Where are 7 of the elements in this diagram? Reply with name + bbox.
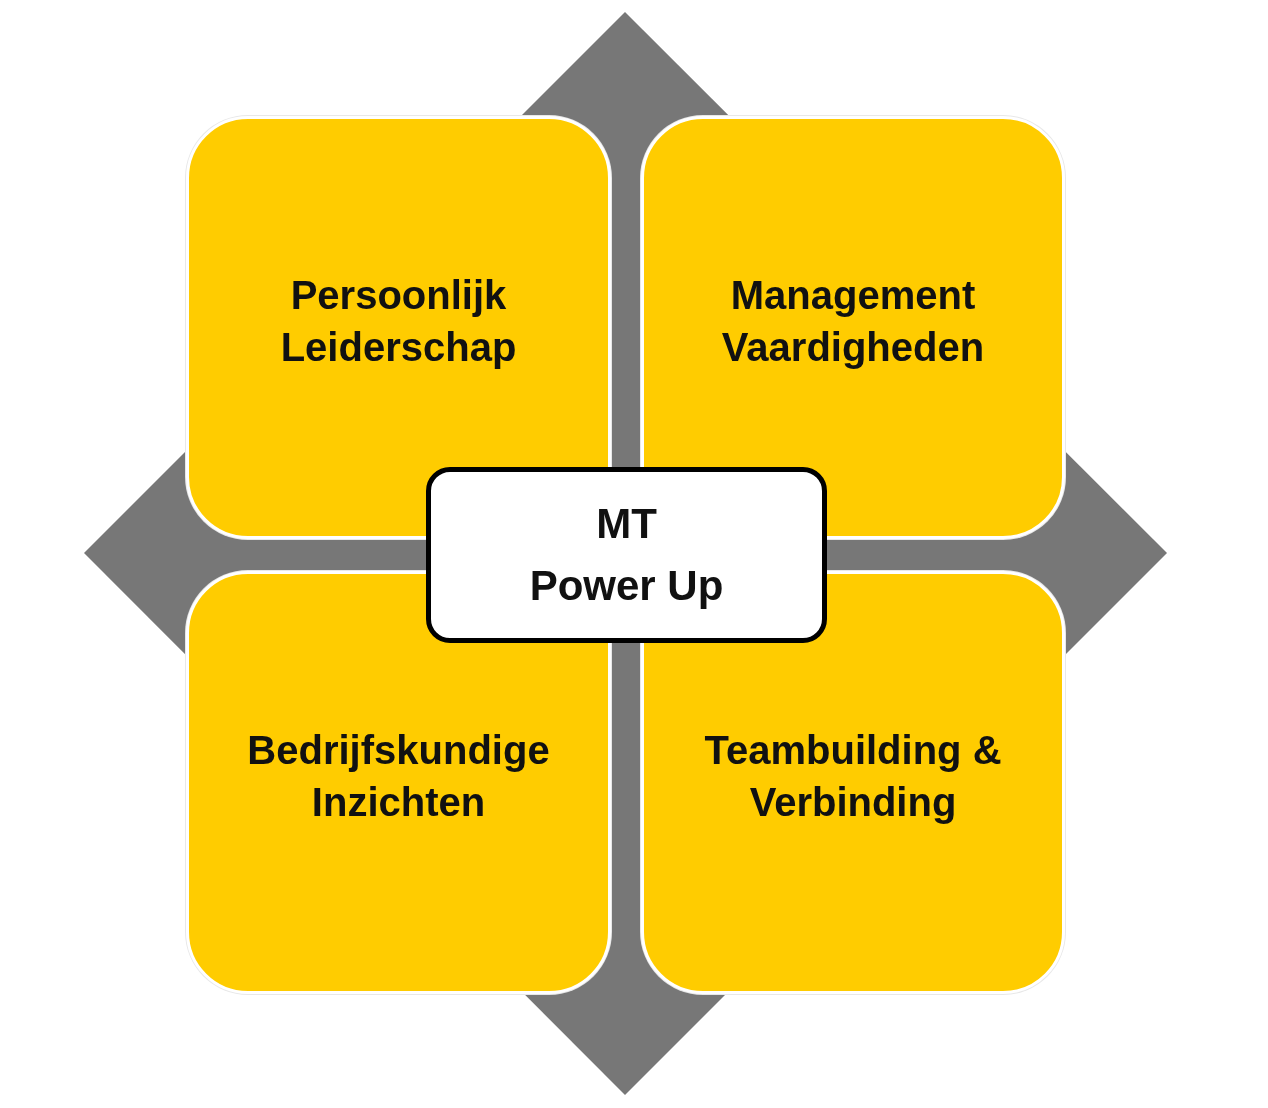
center-title: Power Up (529, 561, 724, 611)
quadrant-title: Management Vaardigheden (720, 272, 986, 371)
center-title: MT (596, 499, 657, 549)
quadrant-title: Bedrijfskundige Inzichten (246, 727, 551, 826)
quadrant-title: Teambuilding & Verbinding (703, 727, 1003, 826)
quadrant-title: Persoonlijk Leiderschap (279, 272, 518, 371)
center-box (426, 467, 827, 643)
